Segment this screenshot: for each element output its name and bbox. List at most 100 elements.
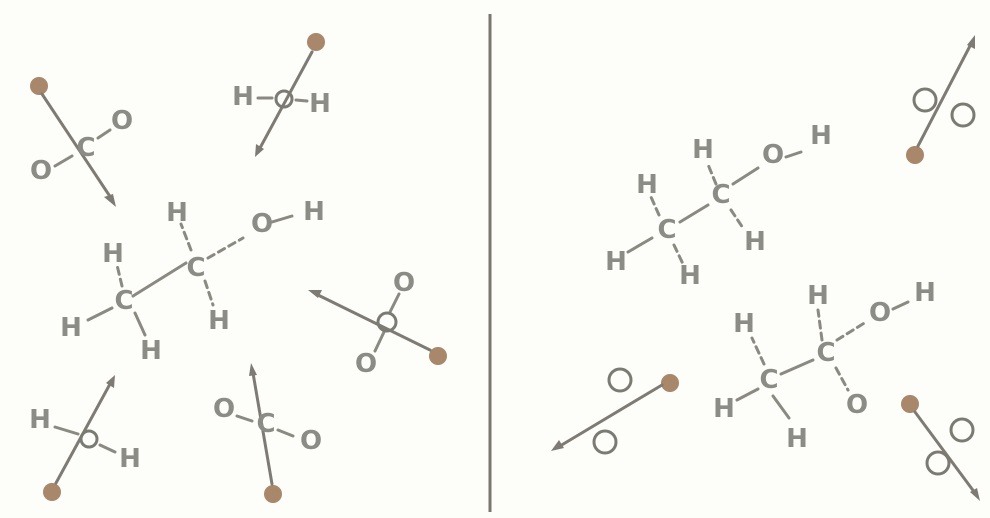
atom-label-o: O — [393, 268, 415, 298]
bond-c-h-left — [86, 306, 114, 322]
atom-label-o: O — [300, 426, 322, 456]
bond-c-h-top-2 — [115, 263, 124, 288]
atom-label-o: O — [213, 394, 235, 424]
bond-h-o — [53, 425, 80, 436]
atom-label-c: C — [186, 253, 205, 283]
impact-marker — [901, 395, 919, 413]
bond-o-o — [388, 292, 401, 314]
atom-label-h: H — [119, 444, 141, 474]
bond-o-h — [784, 150, 803, 159]
arrow-head — [106, 375, 115, 388]
atom-label-c: C — [76, 133, 95, 163]
bond-c-h-bottom — [203, 279, 215, 307]
trajectory-line — [251, 371, 274, 486]
bond-c-h-top-2 — [649, 195, 661, 217]
bond-c-h-bottom — [729, 208, 745, 230]
bond-c-h-bottom-2 — [133, 311, 147, 337]
arrow-head — [255, 144, 264, 157]
atom-label-h: H — [309, 89, 331, 119]
atom-o — [949, 417, 975, 443]
bond-o-h — [98, 443, 117, 454]
bond-c-o — [835, 320, 868, 342]
bond-c-h-left — [735, 387, 760, 402]
atom-label-h: H — [807, 281, 829, 311]
h2o-molecule-top: H H — [232, 33, 331, 157]
trajectory-line — [40, 92, 113, 200]
bond-c-h-top — [179, 222, 193, 252]
atom-o — [950, 102, 976, 128]
impact-marker — [43, 483, 61, 501]
atom-label-h: H — [60, 313, 82, 343]
atom-label-o: O — [846, 390, 868, 420]
atom-label-h: H — [914, 278, 936, 308]
bond-o-h — [270, 214, 294, 224]
atom-label-o: O — [762, 140, 784, 170]
bond-c-o — [731, 166, 760, 186]
bond-o-h — [891, 300, 910, 311]
atom-label-h: H — [102, 239, 124, 269]
atom-label-h: H — [713, 394, 735, 424]
atom-label-h: H — [679, 261, 701, 291]
arrow-head — [551, 440, 564, 451]
ethanol-molecule-lower-right: C C O H H O H H H — [713, 278, 936, 454]
atom-label-h: H — [166, 198, 188, 228]
atom-o — [376, 311, 398, 333]
bond-o-o-lower — [373, 330, 386, 353]
atom-label-h: H — [303, 197, 325, 227]
co2-molecule-bottom: O C O — [213, 363, 322, 503]
arrow-head — [308, 290, 322, 298]
atom-o — [607, 367, 633, 393]
atom-label-c: C — [657, 215, 676, 245]
co2-molecule-upper-left: O C O — [30, 77, 133, 207]
trajectory-line — [916, 42, 973, 148]
atom-label-c: C — [759, 365, 778, 395]
atom-label-h: H — [140, 336, 162, 366]
bond-c-o — [96, 128, 112, 140]
h2o-molecule-bottom-left: H H — [29, 375, 141, 501]
atom-label-c: C — [711, 180, 730, 210]
arrow-head — [970, 488, 980, 501]
atom-label-o: O — [30, 156, 52, 186]
bond-c-c — [131, 261, 188, 298]
trajectory-line — [258, 50, 314, 150]
atom-label-h: H — [232, 82, 254, 112]
trajectory-line — [316, 293, 432, 352]
arrow-head — [104, 194, 116, 207]
arrow-head — [967, 35, 975, 49]
atom-label-h: H — [744, 227, 766, 257]
bond-c-h-bottom-2 — [771, 394, 791, 420]
trajectory-line — [558, 383, 664, 448]
atom-label-h: H — [29, 405, 51, 435]
bond-c-h-top — [816, 308, 824, 342]
bond-o-c — [53, 154, 74, 168]
atom-label-h: H — [208, 306, 230, 336]
atom-label-o: O — [355, 349, 377, 379]
atom-o — [79, 429, 99, 449]
bond-c-h-top-2 — [750, 336, 766, 366]
bond-c-h-bottom-2 — [672, 243, 685, 266]
atom-label-o: O — [251, 209, 273, 239]
atom-o — [925, 450, 951, 476]
bond-c-h-left — [626, 236, 654, 254]
atom-o — [274, 89, 294, 109]
ethanol-molecule-left: C C O H H H H H H — [60, 197, 325, 366]
bond-c-h-top — [705, 160, 718, 186]
bond-o-c — [235, 414, 254, 423]
atom-label-h: H — [786, 424, 808, 454]
o2-molecule-bottom-right — [901, 395, 980, 501]
bond-c-h-bottom — [834, 366, 850, 392]
impact-marker — [906, 146, 924, 164]
atom-label-c: C — [256, 409, 275, 439]
bond-o-h — [294, 98, 309, 103]
atom-o — [592, 429, 618, 455]
atom-label-c: C — [114, 286, 133, 316]
impact-marker — [307, 33, 325, 51]
impact-marker — [661, 374, 679, 392]
bond-c-o — [276, 428, 295, 438]
atom-label-h: H — [605, 247, 627, 277]
impact-marker — [30, 77, 48, 95]
trajectory-line — [913, 410, 977, 495]
atom-label-o: O — [111, 106, 133, 136]
